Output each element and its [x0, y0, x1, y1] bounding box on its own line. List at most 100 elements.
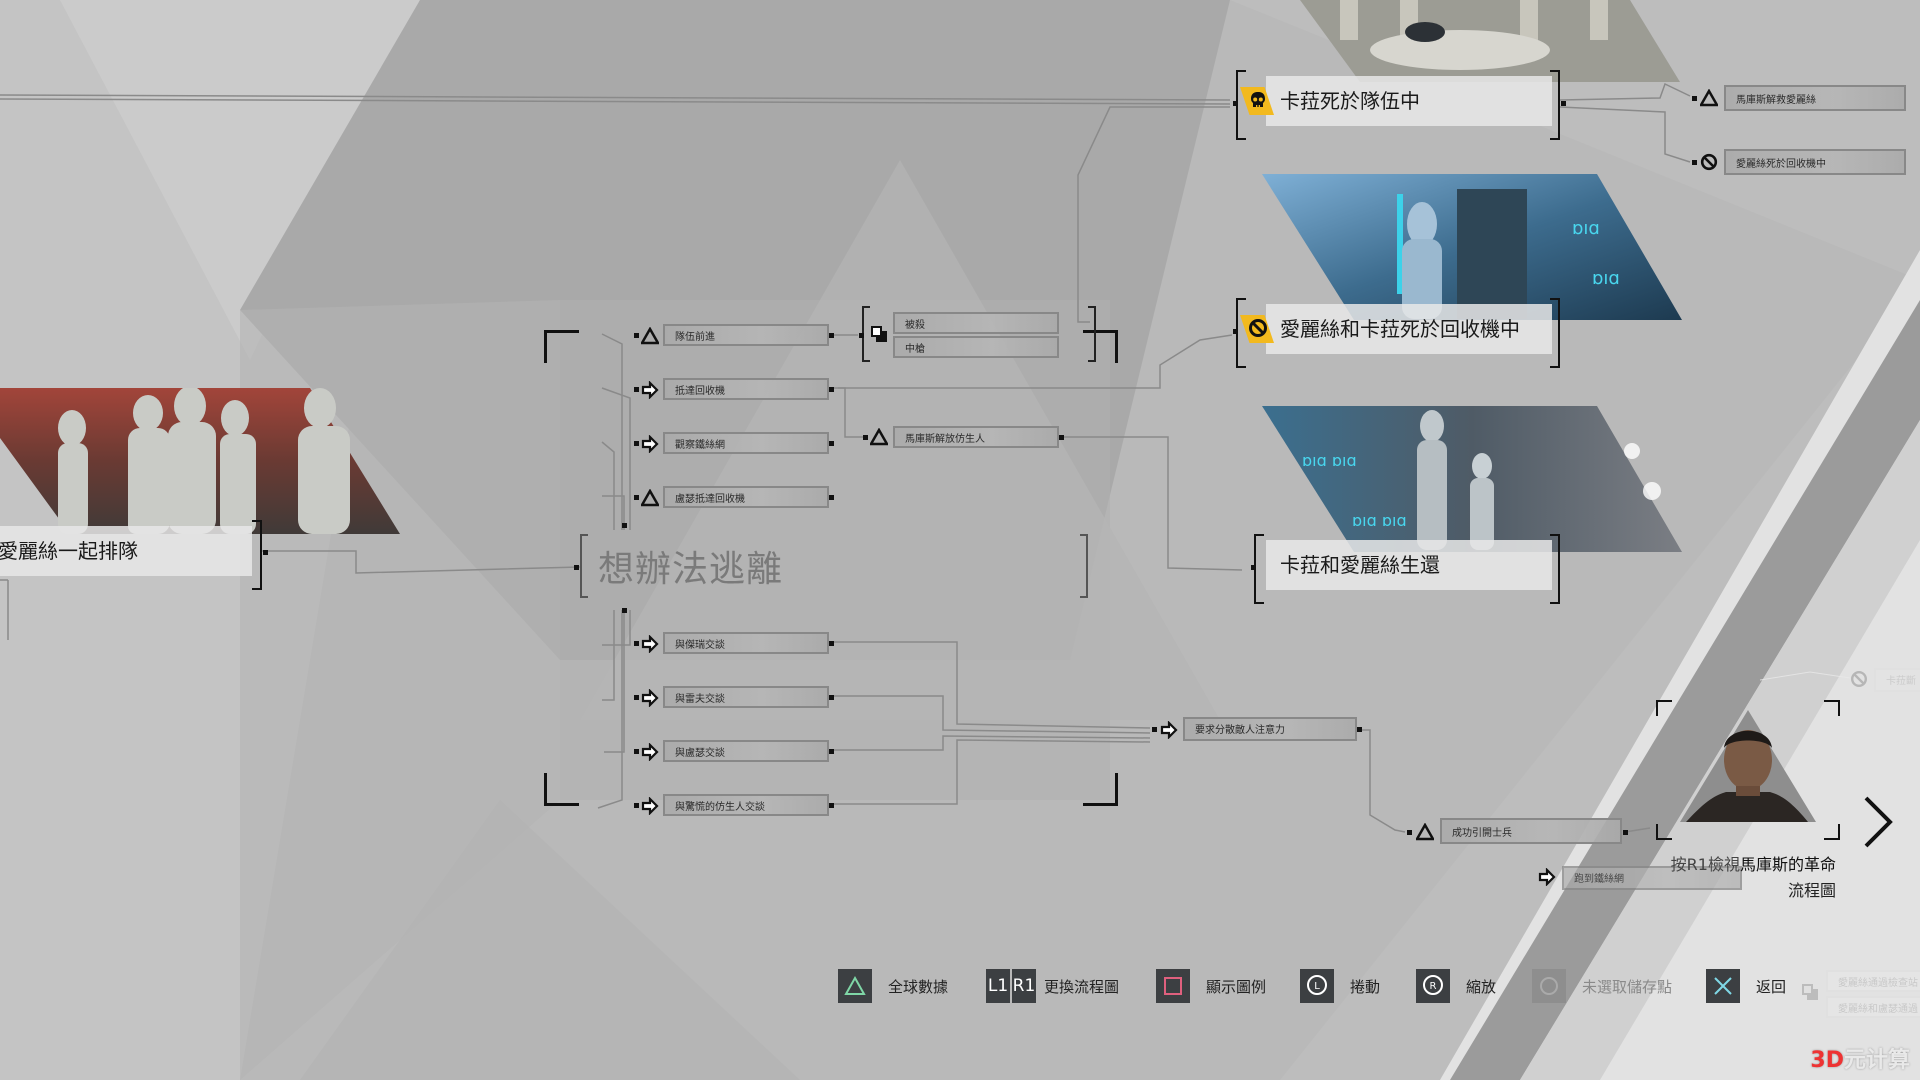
triangle-icon	[870, 428, 888, 446]
choice-node[interactable]: 與盧瑟交談	[663, 740, 829, 762]
frame-corner-bl	[1656, 824, 1672, 840]
connector-dot	[1233, 329, 1238, 334]
arrow-icon	[641, 689, 659, 707]
connector-dot	[634, 641, 639, 646]
outcome-both-die-in-recycler[interactable]: 愛麗絲和卡菈死於回收機中	[1233, 298, 1560, 368]
connector-dot	[634, 387, 639, 392]
forbidden-icon	[1700, 153, 1718, 171]
choice-node-request-distraction[interactable]: 要求分散敵人注意力	[1183, 717, 1357, 741]
control-global-stats[interactable]: 全球數據	[838, 968, 948, 1004]
connector-dot	[622, 608, 627, 613]
frame-corner-br	[1083, 773, 1118, 806]
connector-dot	[1407, 830, 1412, 835]
cross-button-icon	[1706, 969, 1740, 1003]
outcome-line-up-with-alice[interactable]: 愛麗絲一起排隊	[0, 520, 268, 590]
connector-dot	[634, 333, 639, 338]
arrow-icon	[641, 743, 659, 761]
connector-dot	[634, 495, 639, 500]
connector-dot	[1561, 101, 1566, 106]
circle-button-icon	[1532, 969, 1566, 1003]
choice-node-alice-dies-in-recycler[interactable]: 愛麗絲死於回收機中	[1724, 149, 1906, 175]
next-flowchart-caption: 按R1檢視馬庫斯的革命 流程圖	[1670, 855, 1836, 900]
choice-node-marcus-frees-androids[interactable]: 馬庫斯解放仿生人	[893, 426, 1059, 448]
outcome-label: 卡菈死於隊伍中	[1280, 89, 1420, 113]
frame-corner-tl	[1656, 700, 1672, 716]
choice-node-killed[interactable]: 被殺	[893, 312, 1059, 334]
svg-text:ɒıɑ ɒıɑ: ɒıɑ ɒıɑ	[1352, 511, 1407, 530]
choice-node[interactable]: 觀察鐵絲網	[663, 432, 829, 454]
marcus-portrait	[1680, 710, 1816, 822]
outcome-panel	[0, 526, 252, 576]
frame-corner-tr	[1824, 700, 1840, 716]
choice-node[interactable]: 與驚慌的仿生人交談	[663, 794, 829, 816]
node-bracket	[1550, 534, 1560, 604]
svg-text:L: L	[1314, 981, 1320, 992]
triangle-icon	[1700, 89, 1718, 107]
connector-dot	[829, 333, 834, 338]
control-zoom[interactable]: R 縮放	[1416, 968, 1496, 1004]
connector-dot	[622, 523, 627, 528]
node-bracket	[1550, 298, 1560, 368]
connector-dot	[1692, 96, 1697, 101]
arrow-icon	[641, 381, 659, 399]
control-show-legend[interactable]: 顯示圖例	[1156, 968, 1266, 1004]
connector-dot	[863, 435, 868, 440]
control-switch-flowchart[interactable]: L1 R1 更換流程圖	[986, 968, 1119, 1004]
connector-dot	[574, 565, 579, 570]
choice-node[interactable]: 與雷夫交談	[663, 686, 829, 708]
connector-dot	[829, 641, 834, 646]
control-scroll[interactable]: L 捲動	[1300, 968, 1380, 1004]
choice-node-lure-soldiers[interactable]: 成功引開士兵	[1440, 818, 1622, 844]
outcome-label: 卡菈和愛麗絲生還	[1280, 553, 1440, 577]
choice-node[interactable]: 與傑瑞交談	[663, 632, 829, 654]
arrow-icon	[641, 435, 659, 453]
forbidden-icon	[1249, 319, 1267, 337]
choice-node[interactable]: 盧瑟抵達回收機	[663, 486, 829, 508]
skull-icon	[1251, 92, 1265, 107]
l1-button-icon: L1	[986, 969, 1010, 1003]
thumbnail-android-queue	[0, 388, 400, 534]
connector-dot	[829, 749, 834, 754]
connector-dot	[1233, 101, 1238, 106]
choice-node-run-to-fence[interactable]: 跑到鐵絲網	[1562, 866, 1742, 890]
svg-text:R: R	[1430, 981, 1437, 992]
choice-node-marcus-saves-alice[interactable]: 馬庫斯解救愛麗絲	[1724, 85, 1906, 111]
node-bracket	[252, 520, 262, 590]
triangle-icon	[641, 327, 659, 345]
arrow-icon	[641, 797, 659, 815]
node-bracket	[1550, 70, 1560, 140]
faded-node: 卡菈斷	[1874, 668, 1920, 692]
connector-dot	[1059, 435, 1064, 440]
connector-dot	[1251, 565, 1256, 570]
connector-dot	[1692, 160, 1697, 165]
next-flowchart-preview[interactable]	[1656, 700, 1840, 840]
triangle-button-icon	[838, 969, 872, 1003]
control-back[interactable]: 返回	[1706, 968, 1786, 1004]
connector-dot	[634, 803, 639, 808]
control-savepoint: 未選取儲存點	[1532, 968, 1672, 1004]
thumbnail-survive: ɒıɑ ɒıɑ ɒıɑ ɒıɑ	[1262, 406, 1682, 552]
outcome-kara-dies-in-line[interactable]: 卡菈死於隊伍中	[1233, 70, 1566, 140]
stacked-squares-icon	[1802, 984, 1818, 1000]
forbidden-icon	[1850, 670, 1868, 688]
choice-node-shot[interactable]: 中槍	[893, 336, 1059, 358]
frame-corner-tl	[544, 330, 579, 363]
faded-node: 愛麗絲通過檢查站	[1826, 970, 1920, 992]
square-button-icon	[1156, 969, 1190, 1003]
outcome-kara-alice-survive[interactable]: 卡菈和愛麗絲生還	[1251, 534, 1560, 604]
right-stick-icon: R	[1416, 969, 1450, 1003]
choice-node[interactable]: 抵達回收機	[663, 378, 829, 400]
connector-dot	[1623, 830, 1628, 835]
outcome-panel	[1266, 76, 1552, 126]
svg-text:ɒıɑ ɒıɑ: ɒıɑ ɒıɑ	[1302, 451, 1357, 470]
next-flowchart-name: 馬庫斯的革命	[1739, 855, 1836, 874]
triangle-icon	[1416, 823, 1434, 841]
connector-dot	[829, 441, 834, 446]
choice-node[interactable]: 隊伍前進	[663, 324, 829, 346]
chevron-right-icon[interactable]	[1862, 796, 1894, 848]
svg-text:ɒıɑ: ɒıɑ	[1592, 268, 1620, 289]
thumbnail-kara-dead-queue	[1290, 0, 1690, 90]
connector-dot	[829, 803, 834, 808]
connector-dot	[859, 333, 864, 338]
